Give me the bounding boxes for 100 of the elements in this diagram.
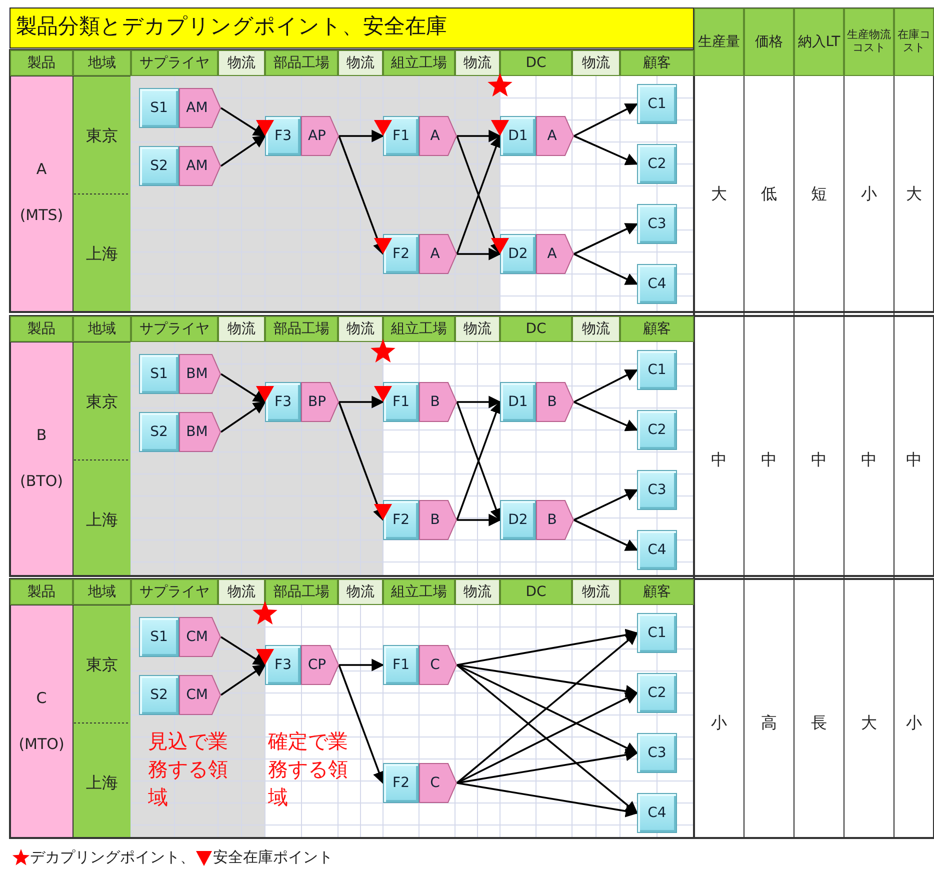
column-header: 物流: [455, 579, 500, 605]
table-cell-text: A: [35, 159, 48, 180]
column-header: DC: [500, 316, 572, 342]
arrow: [574, 369, 638, 403]
column-header: 顧客: [620, 316, 694, 342]
product-pentagon: A: [536, 116, 574, 156]
column-header: 地域: [73, 50, 131, 76]
product-pentagon: CM: [179, 675, 221, 715]
table-cell-text: 中: [710, 448, 728, 471]
facility-box: C1: [637, 613, 677, 653]
arrow: [456, 632, 638, 784]
column-header: 地域: [73, 579, 131, 605]
facility-box: F1: [383, 382, 419, 422]
facility-box: C4: [637, 530, 677, 570]
arrow: [456, 664, 638, 814]
arrow: [457, 130, 502, 142]
arrow: [338, 136, 385, 256]
column-header: 部品工場: [265, 579, 338, 605]
facility-box: C1: [637, 84, 677, 124]
product-pentagon: AP: [301, 116, 339, 156]
column-header: サプライヤ: [131, 316, 218, 342]
facility-box: F2: [383, 500, 419, 540]
product-pentagon: B: [536, 500, 574, 540]
table-cell-text: (BTO): [19, 471, 64, 492]
arrow: [457, 396, 502, 408]
product-pentagon: CP: [301, 645, 339, 685]
column-header: 生産物流コスト: [844, 8, 894, 76]
table-cell-text: 中: [810, 448, 828, 471]
column-header: 地域: [73, 316, 131, 342]
facility-box: S2: [139, 412, 179, 452]
table-cell-text: 大: [710, 182, 728, 205]
facility-box: C3: [637, 733, 677, 773]
arrow: [456, 692, 638, 784]
product-pentagon: A: [419, 116, 457, 156]
arrow: [338, 402, 385, 522]
column-header: 物流: [455, 316, 500, 342]
arrow: [574, 135, 638, 166]
product-pentagon: A: [419, 234, 457, 274]
table-cell-text: 長: [810, 712, 828, 734]
column-header: 物流: [218, 579, 265, 605]
table-cell-text: 小: [710, 712, 728, 734]
facility-box: D1: [500, 116, 536, 156]
product-pentagon: CM: [179, 617, 221, 657]
arrow: [220, 636, 266, 666]
column-header: 顧客: [620, 50, 694, 76]
arrow: [574, 401, 638, 432]
arrow: [220, 401, 266, 433]
column-header: 組立工場: [383, 579, 455, 605]
table-cell-text: 小: [905, 712, 923, 734]
facility-box: C2: [637, 144, 677, 184]
arrow: [574, 223, 638, 255]
table-cell-text: 中: [905, 448, 923, 471]
table-cell-text: 上海: [85, 772, 119, 794]
arrow: [456, 628, 638, 666]
column-header: DC: [500, 579, 572, 605]
facility-box: F2: [383, 763, 419, 803]
facility-box: C2: [637, 410, 677, 450]
arrow: [457, 248, 502, 260]
table-cell-text: B: [35, 425, 48, 446]
table-cell-text: 東京: [85, 654, 119, 676]
column-header: 部品工場: [265, 316, 338, 342]
column-header: 物流: [572, 316, 620, 342]
table-cell-text: 大: [905, 182, 923, 205]
table-cell-text: C: [35, 688, 48, 710]
facility-box: F3: [265, 382, 301, 422]
product-pentagon: C: [419, 645, 457, 685]
product-pentagon: BP: [301, 382, 339, 422]
facility-box: D2: [500, 500, 536, 540]
table-cell-text: 上海: [85, 508, 119, 531]
facility-box: C4: [637, 793, 677, 833]
column-header: 製品: [10, 579, 73, 605]
legend-text: デカプリングポイント、: [30, 848, 195, 867]
column-header: 物流: [572, 50, 620, 76]
column-header: 生産量: [694, 8, 744, 76]
table-cell-text: 高: [760, 712, 778, 734]
facility-box: S2: [139, 146, 179, 186]
arrow: [574, 103, 638, 137]
facility-box: F2: [383, 234, 419, 274]
arrow: [220, 664, 266, 696]
column-header: 在庫コスト: [894, 8, 934, 76]
facility-box: C4: [637, 264, 677, 304]
arrow: [574, 489, 638, 521]
arrow: [339, 396, 384, 408]
column-header: 部品工場: [265, 50, 338, 76]
column-header: 物流: [455, 50, 500, 76]
column-header: サプライヤ: [131, 50, 218, 76]
column-header: 物流: [338, 579, 383, 605]
product-pentagon: A: [536, 234, 574, 274]
product-pentagon: AM: [179, 146, 221, 186]
arrow: [220, 373, 266, 403]
facility-box: D2: [500, 234, 536, 274]
table-cell-text: (MTO): [18, 734, 66, 756]
column-header: 物流: [338, 50, 383, 76]
arrow: [338, 664, 385, 784]
facility-box: C3: [637, 470, 677, 510]
arrow: [339, 658, 384, 672]
column-header: 製品: [10, 50, 73, 76]
facility-box: C2: [637, 673, 677, 713]
facility-box: S1: [139, 354, 179, 394]
column-header: 物流: [218, 316, 265, 342]
